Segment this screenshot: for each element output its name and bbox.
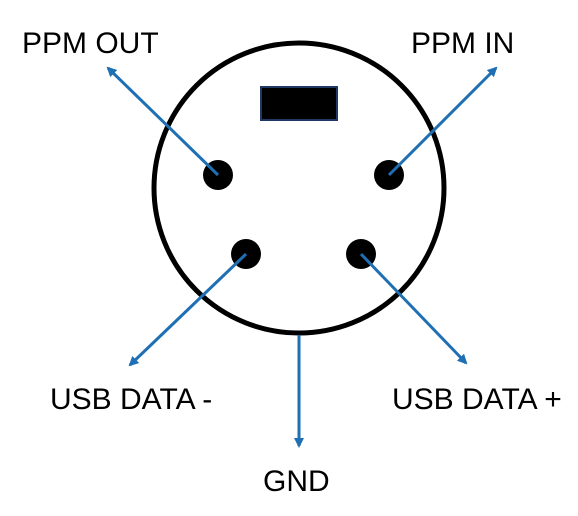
connector-outline — [151, 40, 447, 336]
arrow-usb-data-plus — [359, 252, 468, 365]
arrow-ppm-in — [387, 66, 498, 177]
label-ppm-out: PPM OUT — [22, 27, 159, 60]
label-ppm-in: PPM IN — [411, 27, 514, 60]
connector-key — [260, 86, 338, 121]
arrow-usb-data-minus — [128, 252, 248, 367]
label-usb-data-plus: USB DATA + — [392, 383, 562, 416]
arrow-ppm-out — [106, 66, 220, 177]
label-usb-data-minus: USB DATA - — [50, 383, 212, 416]
label-gnd: GND — [263, 465, 330, 498]
